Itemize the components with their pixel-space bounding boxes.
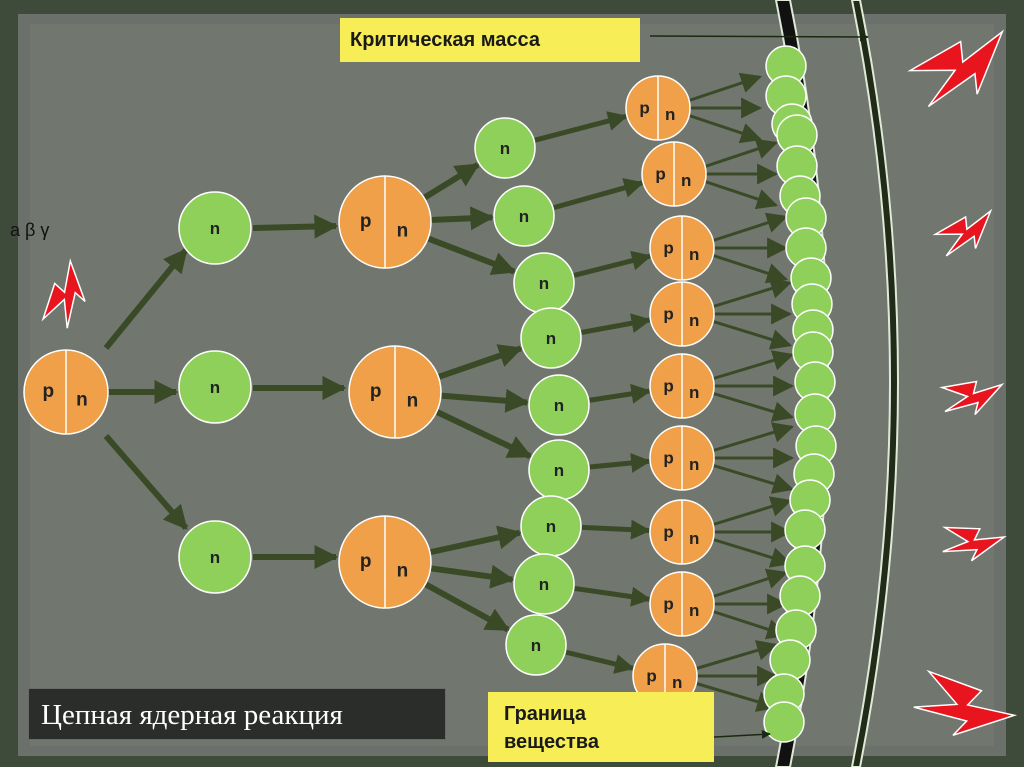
proton-label: p xyxy=(639,98,649,117)
proton-label: p xyxy=(663,522,673,541)
neutron-label: n xyxy=(546,329,556,348)
neutron-label: n xyxy=(531,636,541,655)
neutron-label: n xyxy=(681,171,691,190)
proton-label: p xyxy=(663,376,673,395)
neutron: n xyxy=(521,496,581,556)
proton-label: p xyxy=(360,211,372,232)
neutron-label: n xyxy=(210,219,220,238)
critical-mass-label: Критическая масса xyxy=(350,29,540,51)
neutron-label: n xyxy=(407,390,419,411)
neutron-label: n xyxy=(539,575,549,594)
radiation-label: а β γ xyxy=(10,220,49,241)
neutron-label: n xyxy=(689,529,699,548)
neutron: n xyxy=(475,118,535,178)
nucleus: pn xyxy=(24,350,108,434)
neutron: n xyxy=(514,554,574,614)
neutron: n xyxy=(506,615,566,675)
nucleus: pn xyxy=(650,500,714,564)
neutron-label: n xyxy=(546,517,556,536)
neutron-label: n xyxy=(689,455,699,474)
neutron-label: n xyxy=(689,383,699,402)
proton-label: p xyxy=(43,381,55,402)
proton-label: p xyxy=(663,448,673,467)
neutron: n xyxy=(514,253,574,313)
neutron: n xyxy=(179,192,251,264)
neutron: n xyxy=(179,521,251,593)
proton-label: p xyxy=(663,304,673,323)
neutron-label: n xyxy=(689,245,699,264)
nucleus: pn xyxy=(650,426,714,490)
neutron xyxy=(785,510,825,550)
neutron-label: n xyxy=(397,220,409,241)
arrow xyxy=(582,527,649,530)
neutron xyxy=(764,702,804,742)
neutron: n xyxy=(529,440,589,500)
proton-label: p xyxy=(663,594,673,613)
neutron: n xyxy=(521,308,581,368)
boundary-label: Граница вещества xyxy=(504,700,644,756)
proton-label: p xyxy=(370,381,382,402)
neutron-label: n xyxy=(519,207,529,226)
neutron-label: n xyxy=(689,311,699,330)
neutron: n xyxy=(179,351,251,423)
proton-label: p xyxy=(655,164,665,183)
neutron-label: n xyxy=(554,396,564,415)
proton-label: p xyxy=(360,551,372,572)
neutron-label: n xyxy=(500,139,510,158)
neutron-label: n xyxy=(672,673,682,692)
boundary-callout: Граница вещества xyxy=(488,692,714,762)
neutron-label: n xyxy=(539,274,549,293)
neutron-label: n xyxy=(210,378,220,397)
arrow xyxy=(253,226,336,228)
arrow xyxy=(431,217,492,220)
diagram-title: Цепная ядерная реакция xyxy=(28,688,446,740)
neutron-label: n xyxy=(665,105,675,124)
neutron: n xyxy=(529,375,589,435)
neutron-label: n xyxy=(554,461,564,480)
neutron-label: n xyxy=(210,548,220,567)
proton-label: p xyxy=(646,666,656,685)
neutron-label: n xyxy=(397,560,409,581)
neutron-label: n xyxy=(689,601,699,620)
neutron: n xyxy=(494,186,554,246)
proton-label: p xyxy=(663,238,673,257)
neutron xyxy=(770,640,810,680)
neutron-label: n xyxy=(76,390,88,411)
critical-mass-callout: Критическая масса xyxy=(340,18,640,62)
critical-mass-pointer xyxy=(650,36,868,37)
